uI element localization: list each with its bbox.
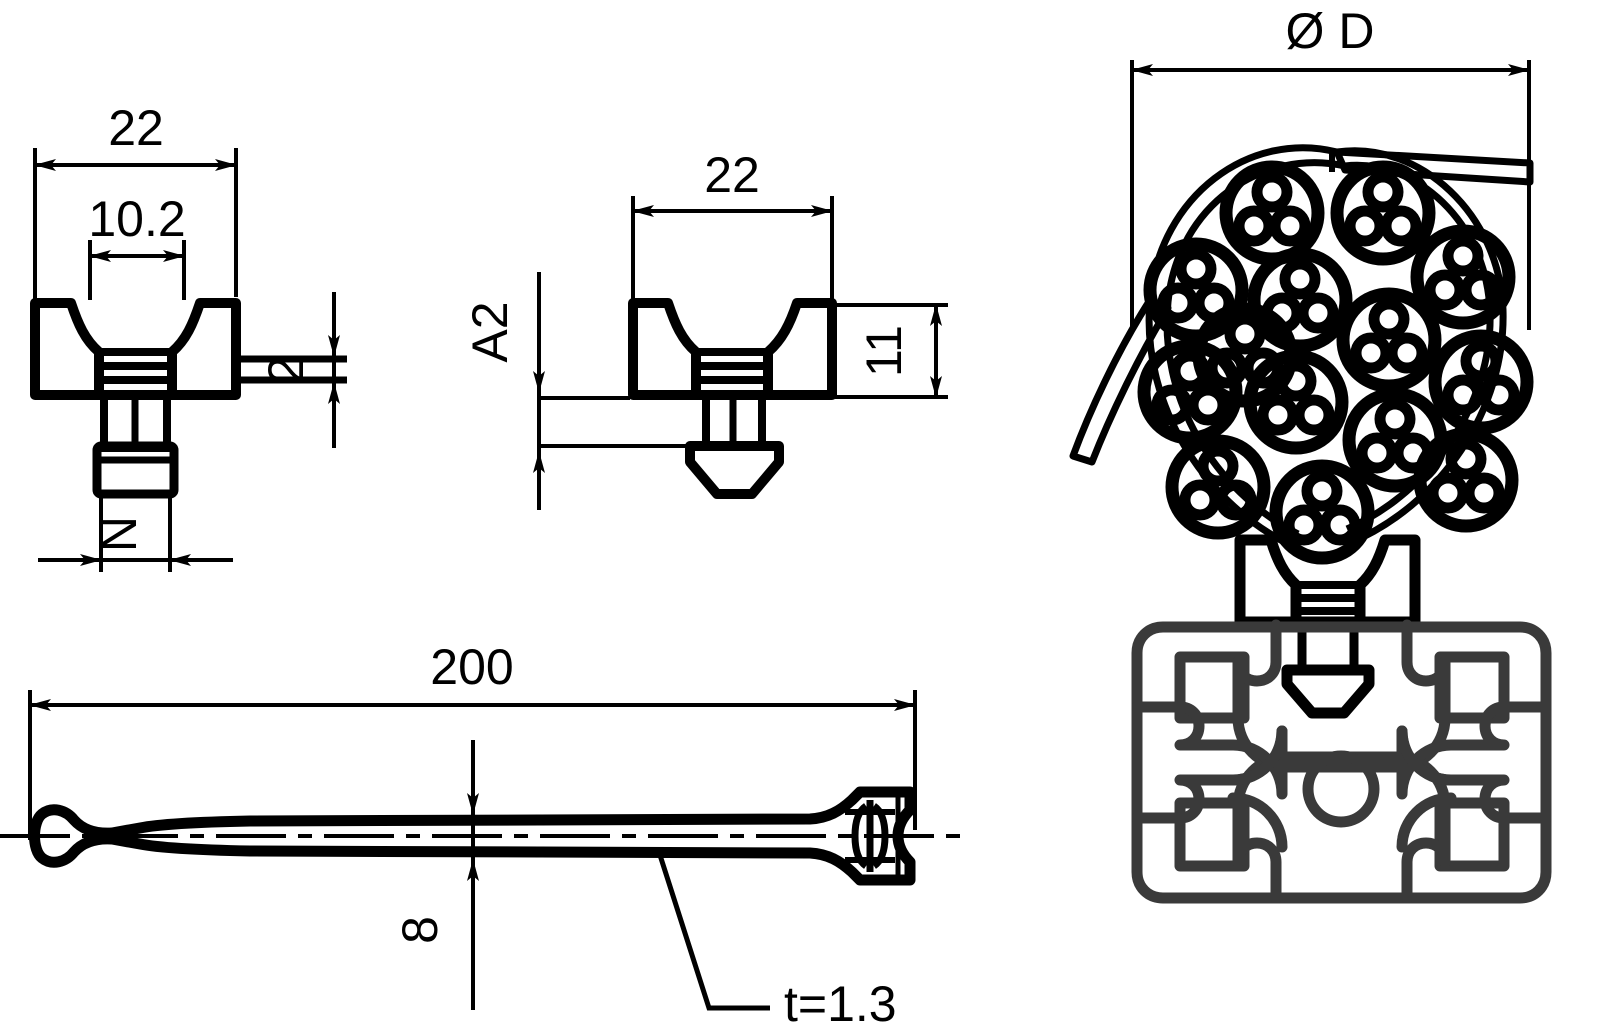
clip-body-assembly (1234, 534, 1421, 719)
dim-label-a2: A2 (462, 301, 518, 362)
dim-label-22-side: 22 (704, 147, 760, 203)
cable-item (1413, 427, 1519, 533)
cable-item (1247, 247, 1353, 353)
dim-label-11: 11 (856, 325, 912, 377)
clip-body-front (30, 298, 347, 499)
strap-view: 200 8 t (0, 639, 960, 1027)
dim-label-8: 8 (392, 916, 448, 944)
dim-label-n: N (91, 516, 147, 552)
front-view: 22 10.2 (30, 100, 347, 572)
dim-label-diameter-d: Ø D (1286, 3, 1375, 59)
dimension-slot-10-2: 10.2 (88, 191, 186, 300)
dim-label-200: 200 (430, 639, 513, 695)
leader-thickness: t=1.3 (654, 847, 897, 1027)
dim-label-2: 2 (258, 356, 314, 384)
dimension-strap-thickness-2: 2 (258, 292, 340, 448)
cable-item (1336, 287, 1442, 393)
cable-bundle (1137, 160, 1534, 565)
dimension-stud-n: N (38, 498, 233, 572)
dimension-bundle-diameter: Ø D (1130, 3, 1531, 330)
dim-label-t: t=1.3 (784, 976, 897, 1027)
cable-item (1428, 329, 1534, 435)
dimension-length-200: 200 (28, 639, 917, 840)
side-view: 22 A2 11 (462, 147, 948, 510)
cable-item (1137, 339, 1243, 445)
dimension-strap-width-8: 8 (392, 740, 479, 1010)
dimension-width-22-side: 22 (631, 147, 834, 300)
clip-body-side (628, 298, 837, 499)
dim-label-22-front: 22 (108, 100, 164, 156)
dimension-height-11: 11 (835, 303, 948, 399)
dim-label-10-2: 10.2 (88, 191, 185, 247)
aluminium-profile (1131, 619, 1552, 904)
cable-item (1269, 459, 1375, 565)
profile-core-webs (1227, 725, 1457, 853)
cable-item (1330, 160, 1436, 266)
strap-outline (29, 786, 916, 886)
assembly-view: Ø D (1069, 3, 1552, 904)
cable-item (1165, 434, 1271, 540)
dimension-width-22-front: 22 (33, 100, 238, 305)
cable-item (1143, 237, 1249, 343)
cable-item (1192, 302, 1298, 408)
dimension-depth-a2: A2 (462, 272, 690, 510)
strap-lock-detail (845, 800, 895, 872)
cable-item (1219, 160, 1325, 266)
cable-item (1410, 224, 1516, 330)
